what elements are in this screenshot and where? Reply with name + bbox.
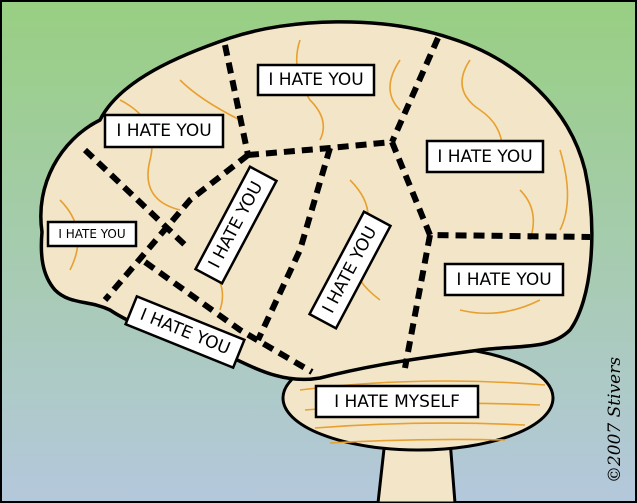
signature: ©2007 Stivers — [605, 357, 625, 483]
label-7: I HATE YOU — [443, 262, 565, 297]
label-1: I HATE YOU — [256, 63, 376, 97]
region-dividers — [82, 36, 591, 375]
label-text: I HATE YOU — [58, 227, 125, 241]
label-2: I HATE YOU — [103, 113, 225, 149]
label-3: I HATE YOU — [425, 139, 545, 174]
label-text: I HATE YOU — [268, 70, 363, 90]
label-text: I HATE MYSELF — [334, 392, 460, 412]
label-9: I HATE MYSELF — [314, 384, 480, 419]
label-4: I HATE YOU — [46, 220, 138, 248]
label-text: I HATE YOU — [116, 121, 211, 141]
label-text: I HATE YOU — [456, 270, 551, 290]
label-text: I HATE YOU — [437, 147, 532, 167]
